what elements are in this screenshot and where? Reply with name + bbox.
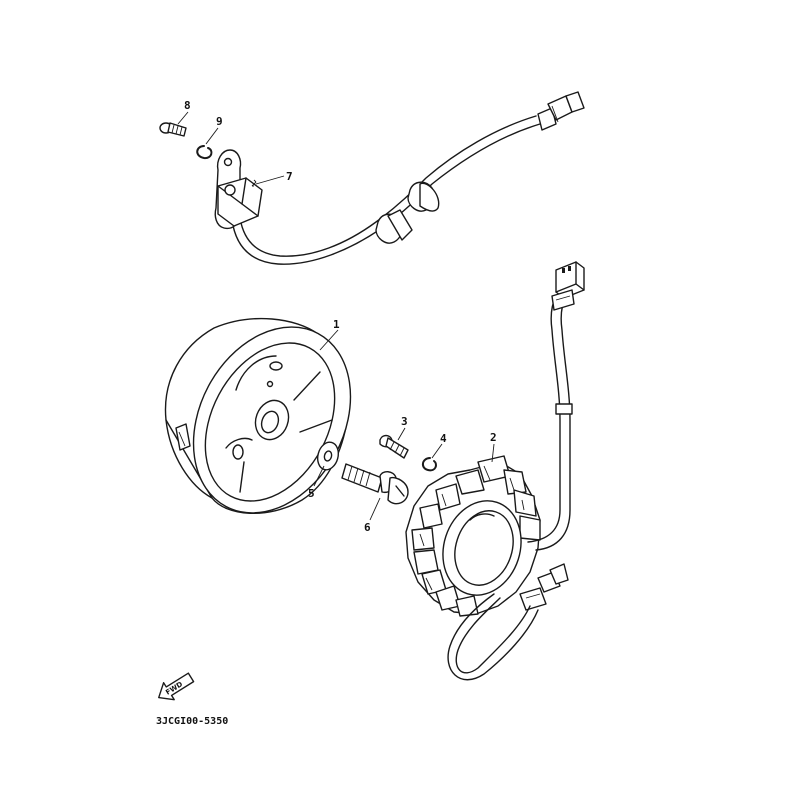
callout-8: 8 (184, 99, 191, 112)
washer-5 (316, 441, 340, 471)
screw-8 (159, 122, 187, 137)
callout-1: 1 (333, 318, 340, 331)
callout-4: 4 (440, 432, 447, 445)
leader-9 (205, 127, 219, 145)
spring-washer-4 (422, 457, 437, 472)
callout-3: 3 (401, 415, 408, 428)
leader-lines (177, 111, 495, 521)
washer-9 (196, 145, 213, 160)
pickup-coil-assembly (214, 91, 585, 265)
callout-6: 6 (364, 521, 371, 534)
leader-4 (431, 443, 443, 459)
leader-2 (491, 443, 495, 463)
forward-arrow-icon: FWD (158, 672, 195, 701)
leader-8 (177, 111, 189, 125)
callout-9: 9 (216, 115, 223, 128)
bolt-6 (341, 463, 409, 505)
callout-2: 2 (490, 431, 497, 444)
diagram-code: 3JCGI00-5350 (156, 716, 228, 727)
callout-5: 5 (308, 487, 315, 500)
leader-5 (313, 465, 325, 487)
leader-1 (319, 329, 339, 351)
leader-6 (369, 497, 381, 521)
callouts: 1 2 3 4 5 6 7 8 9 (184, 99, 497, 534)
rotor-flywheel (164, 317, 352, 515)
stator-assembly (405, 261, 585, 681)
callout-7: 7 (286, 170, 293, 183)
screw-3 (379, 434, 409, 459)
leader-3 (397, 427, 406, 441)
